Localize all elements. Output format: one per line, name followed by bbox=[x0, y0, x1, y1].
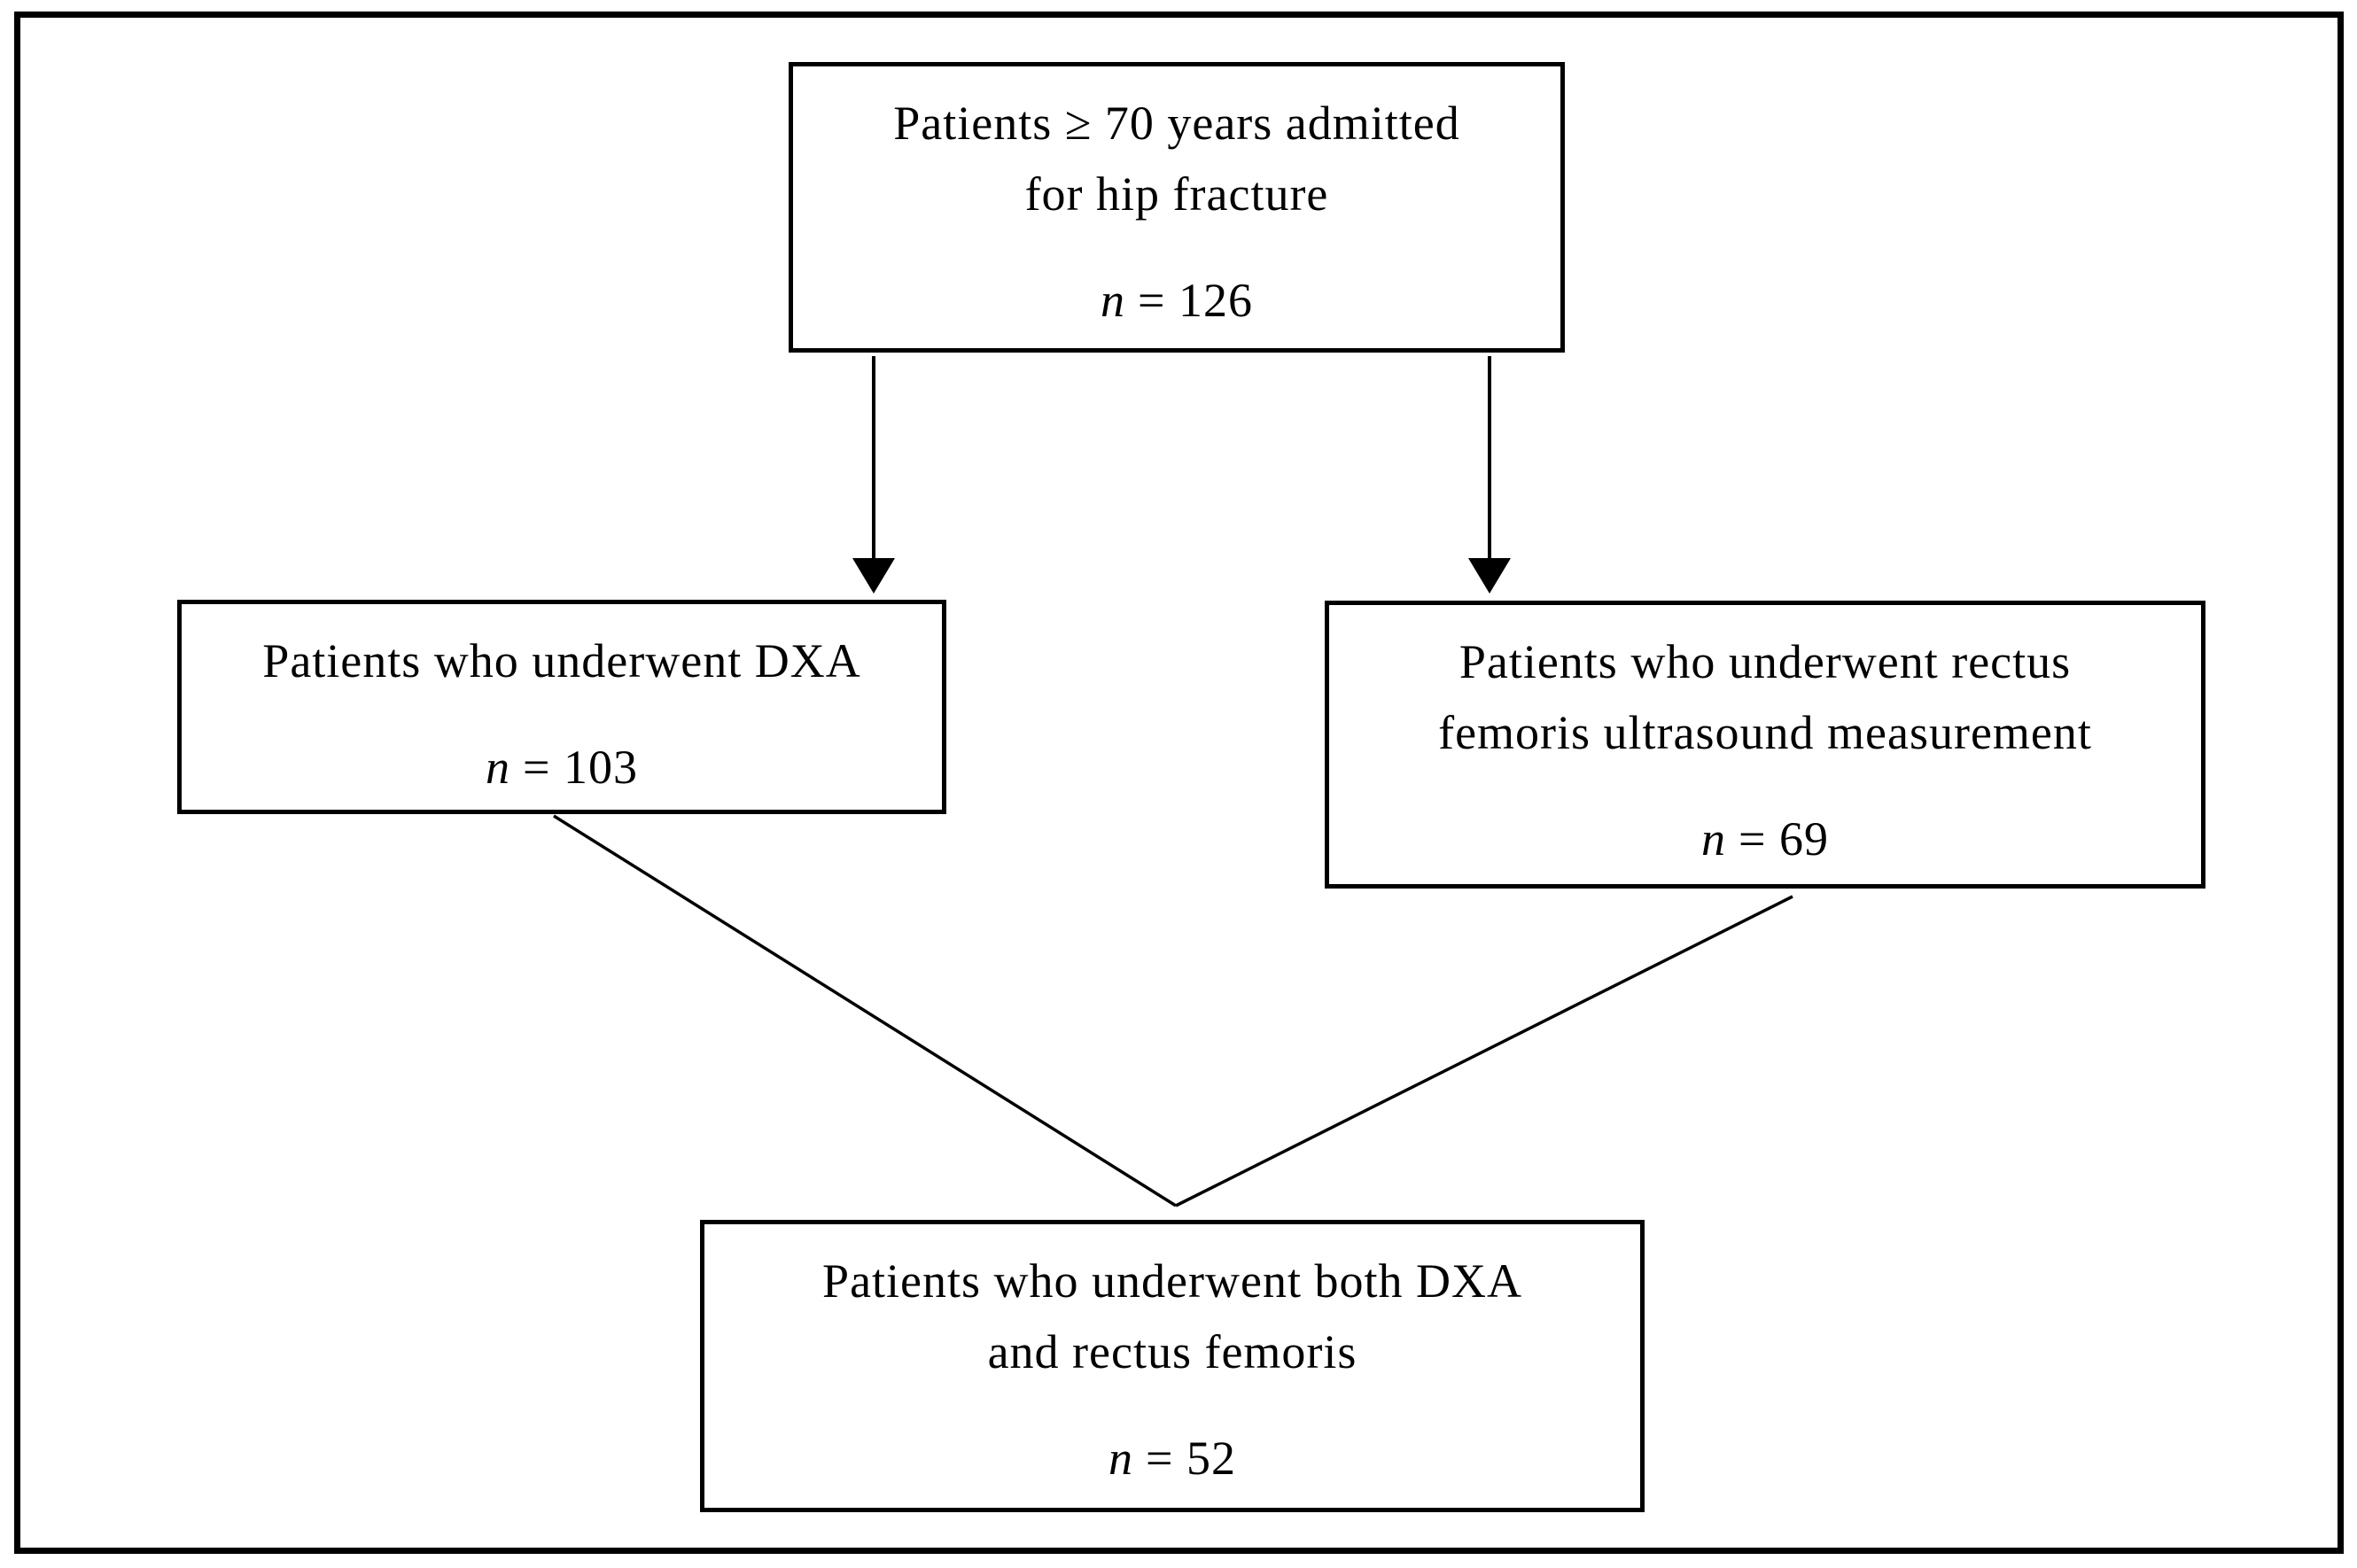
node-count: n= 126 bbox=[793, 265, 1560, 336]
n-value: = 126 bbox=[1138, 274, 1253, 327]
node-patients-dxa: Patients who underwent DXA n= 103 bbox=[177, 600, 946, 814]
node-label: Patients who underwent both DXA and rect… bbox=[704, 1246, 1640, 1387]
n-symbol: n bbox=[486, 741, 510, 794]
label-line: for hip fracture bbox=[1024, 167, 1329, 221]
n-value: = 69 bbox=[1739, 812, 1829, 866]
n-symbol: n bbox=[1101, 274, 1125, 327]
node-count: n= 52 bbox=[704, 1423, 1640, 1494]
n-symbol: n bbox=[1701, 812, 1726, 866]
node-count: n= 103 bbox=[182, 732, 942, 803]
label-line: and rectus femoris bbox=[987, 1325, 1357, 1378]
arrow-admitted-to-dxa-head bbox=[852, 558, 895, 594]
label-line: Patients who underwent DXA bbox=[262, 634, 861, 687]
node-count: n= 69 bbox=[1329, 803, 2201, 874]
figure-border bbox=[14, 12, 2344, 1554]
node-patients-both: Patients who underwent both DXA and rect… bbox=[700, 1220, 1645, 1512]
label-line: femoris ultrasound measurement bbox=[1438, 706, 2092, 759]
n-symbol: n bbox=[1108, 1432, 1133, 1485]
n-value: = 52 bbox=[1146, 1432, 1236, 1485]
line-dxa-to-both bbox=[553, 814, 1177, 1207]
node-label: Patients ≥ 70 years admitted for hip fra… bbox=[793, 88, 1560, 229]
line-ultrasound-to-both bbox=[1175, 895, 1793, 1207]
n-value: = 103 bbox=[523, 741, 638, 794]
node-label: Patients who underwent rectus femoris ul… bbox=[1329, 626, 2201, 768]
label-line: Patients ≥ 70 years admitted bbox=[893, 97, 1460, 150]
node-patients-ultrasound: Patients who underwent rectus femoris ul… bbox=[1325, 601, 2205, 889]
arrow-admitted-to-ultrasound-head bbox=[1468, 558, 1511, 594]
label-line: Patients who underwent rectus bbox=[1459, 635, 2072, 688]
node-label: Patients who underwent DXA bbox=[182, 625, 942, 696]
label-line: Patients who underwent both DXA bbox=[822, 1254, 1522, 1308]
node-patients-admitted: Patients ≥ 70 years admitted for hip fra… bbox=[789, 62, 1565, 353]
